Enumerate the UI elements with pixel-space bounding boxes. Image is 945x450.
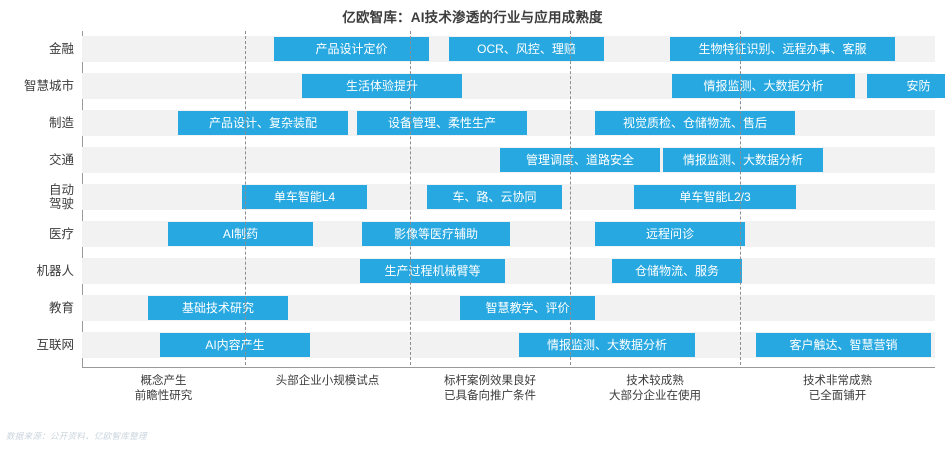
y-axis-label: 交通 [0, 153, 74, 167]
x-axis-stage-label-line: 技术非常成熟 [803, 375, 872, 387]
page-title: 亿欧智库：AI技术渗透的行业与应用成熟度 [342, 10, 603, 25]
bar-item[interactable]: 车、路、云协同 [427, 185, 562, 209]
y-axis-label-line: 制造 [48, 116, 74, 130]
bar-item[interactable]: 影像等医疗辅助 [362, 222, 510, 246]
y-axis-label-line: 教育 [48, 301, 74, 315]
bar-item[interactable]: AI内容产生 [160, 333, 310, 357]
bar-item[interactable]: 设备管理、柔性生产 [357, 111, 527, 135]
source-note: 数据来源：公开资料、亿欧智库整理 [6, 431, 147, 441]
bar-item[interactable]: OCR、风控、理赔 [449, 37, 604, 61]
bar-item[interactable]: 产品设计定价 [274, 37, 429, 61]
x-axis-stage-label: 技术非常成熟已全面铺开 [740, 374, 935, 404]
y-axis-label-line: 智慧城市 [23, 79, 74, 93]
bar-item[interactable]: 生物特征识别、远程办事、客服 [670, 37, 895, 61]
y-axis-label-line: 交通 [48, 153, 74, 167]
bar-item[interactable]: 管理调度、道路安全 [500, 148, 660, 172]
bar-item[interactable]: 单车智能L4 [242, 185, 367, 209]
y-axis-label-line: 自动 [48, 183, 74, 197]
y-axis-label-line: 金融 [48, 42, 74, 56]
x-axis-stage-label-line: 技术较成熟 [626, 375, 684, 387]
y-axis-label-line: 机器人 [36, 264, 74, 278]
bar-item[interactable]: 产品设计、复杂装配 [178, 111, 348, 135]
bar-item[interactable]: 客户触达、智慧营销 [756, 333, 931, 357]
stage-separator [245, 31, 246, 365]
y-axis-label-line: 互联网 [36, 338, 74, 352]
bar-item[interactable]: 情报监测、大数据分析 [519, 333, 695, 357]
x-axis-stage-label: 概念产生前瞻性研究 [82, 374, 245, 404]
stage-separator [740, 31, 741, 365]
y-axis-label: 制造 [0, 116, 74, 130]
bar-item[interactable]: 生产过程机械臂等 [360, 259, 505, 283]
x-axis-stage-label-line: 大部分企业在使用 [609, 390, 701, 402]
bar-item[interactable]: 基础技术研究 [148, 296, 288, 320]
x-axis-stage-label-line: 已具备向推广条件 [444, 390, 536, 402]
x-axis-stage-label-line: 前瞻性研究 [134, 390, 193, 402]
y-axis-label: 智慧城市 [0, 79, 74, 93]
y-axis-label: 自动驾驶 [0, 183, 74, 211]
bar-item[interactable]: 情报监测、大数据分析 [663, 148, 823, 172]
x-axis-stage-label: 头部企业小规模试点 [245, 374, 410, 389]
bar-item[interactable]: 仓储物流、服务 [612, 259, 742, 283]
x-axis-line [82, 367, 935, 368]
y-axis-label: 医疗 [0, 227, 74, 241]
bar-item[interactable]: 生活体验提升 [302, 74, 462, 98]
row-band [82, 258, 935, 284]
x-axis-stage-label-line: 头部企业小规模试点 [275, 375, 380, 387]
x-axis-stage-label: 技术较成熟大部分企业在使用 [570, 374, 740, 404]
x-axis-stage-label: 标杆案例效果良好已具备向推广条件 [410, 374, 570, 404]
x-axis-stage-label-line: 标杆案例效果良好 [444, 375, 536, 387]
bar-item[interactable]: 情报监测、大数据分析 [672, 74, 855, 98]
y-axis-label-line: 驾驶 [48, 197, 74, 211]
y-axis-label-line: 医疗 [48, 227, 74, 241]
stage-separator [570, 31, 571, 365]
y-axis-label: 教育 [0, 301, 74, 315]
y-axis-label: 机器人 [0, 264, 74, 278]
bar-item[interactable]: 智慧教学、评价 [460, 296, 595, 320]
bar-item[interactable]: AI制药 [168, 222, 313, 246]
x-axis-stage-label-line: 概念产生 [140, 375, 187, 387]
bar-item[interactable]: 安防 [867, 74, 945, 98]
bar-item[interactable]: 远程问诊 [595, 222, 745, 246]
bar-item[interactable]: 视觉质检、仓储物流、售后 [595, 111, 795, 135]
stage-separator [410, 31, 411, 365]
y-axis-label: 金融 [0, 42, 74, 56]
y-axis-label: 互联网 [0, 338, 74, 352]
x-axis-stage-label-line: 已全面铺开 [808, 390, 867, 402]
bar-item[interactable]: 单车智能L2/3 [634, 185, 796, 209]
